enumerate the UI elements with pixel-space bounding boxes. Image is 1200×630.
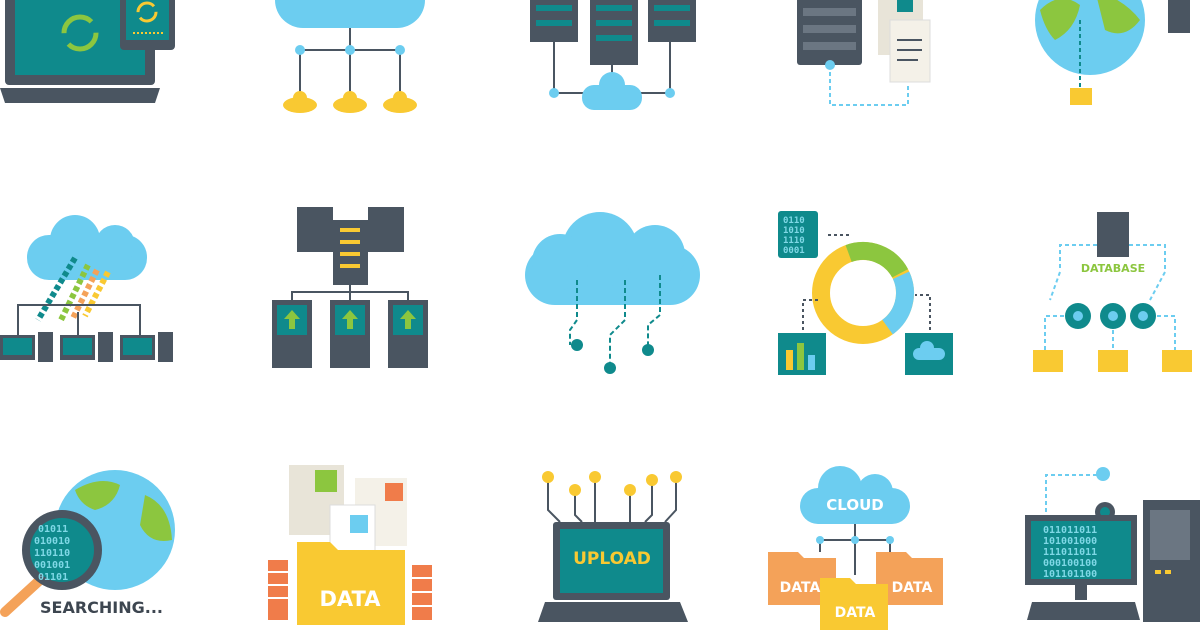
cloud-computers-icon [0, 215, 173, 362]
server-documents-icon [797, 0, 931, 106]
globe-server-icon [1035, 0, 1190, 105]
binary-line: 1110 [783, 236, 805, 246]
servers-cloud-icon [530, 0, 696, 110]
binary-line: 001001 [34, 560, 70, 571]
upload-laptop-icon: UPLOAD [538, 471, 688, 622]
laptop-sync-icon [0, 0, 175, 103]
binary-line: 0110 [783, 216, 805, 226]
folder-label: DATA [780, 580, 821, 596]
binary-line: 101001000 [1043, 536, 1097, 547]
searching-icon: 01011 010010 110110 001001 01101 SEARCHI… [0, 470, 175, 617]
cloud-network-icon [275, 0, 425, 113]
cloud-nodes-icon [525, 212, 700, 374]
cloud-label: CLOUD [826, 496, 883, 514]
folder-label: DATA [835, 605, 876, 621]
binary-line: 010010 [34, 536, 70, 547]
folder-label: DATA [892, 580, 933, 596]
database-icon: DATABASE [1033, 212, 1192, 372]
binary-line: 1010 [783, 226, 805, 236]
database-label: DATABASE [1081, 262, 1145, 275]
server-upload-icon [272, 207, 428, 368]
binary-line: 111011011 [1043, 547, 1097, 558]
data-analytics-icon: 0110 1010 1110 0001 [778, 211, 953, 375]
binary-line: 01011 [38, 524, 68, 535]
searching-label: SEARCHING... [40, 598, 163, 617]
upload-label: UPLOAD [573, 549, 651, 569]
cloud-data-icon: CLOUD DATA DATA DATA [768, 466, 943, 630]
binary-line: 01101 [38, 572, 68, 583]
binary-line: 110110 [34, 548, 70, 559]
binary-line: 011011011 [1043, 525, 1097, 536]
data-folder-icon: DATA [268, 465, 432, 625]
binary-line: 000100100 [1043, 558, 1097, 569]
data-label: DATA [319, 587, 381, 611]
binary-line: 101101100 [1043, 569, 1097, 580]
computer-binary-icon: 011011011 101001000 111011011 000100100 … [1025, 467, 1200, 622]
binary-line: 0001 [783, 246, 805, 256]
